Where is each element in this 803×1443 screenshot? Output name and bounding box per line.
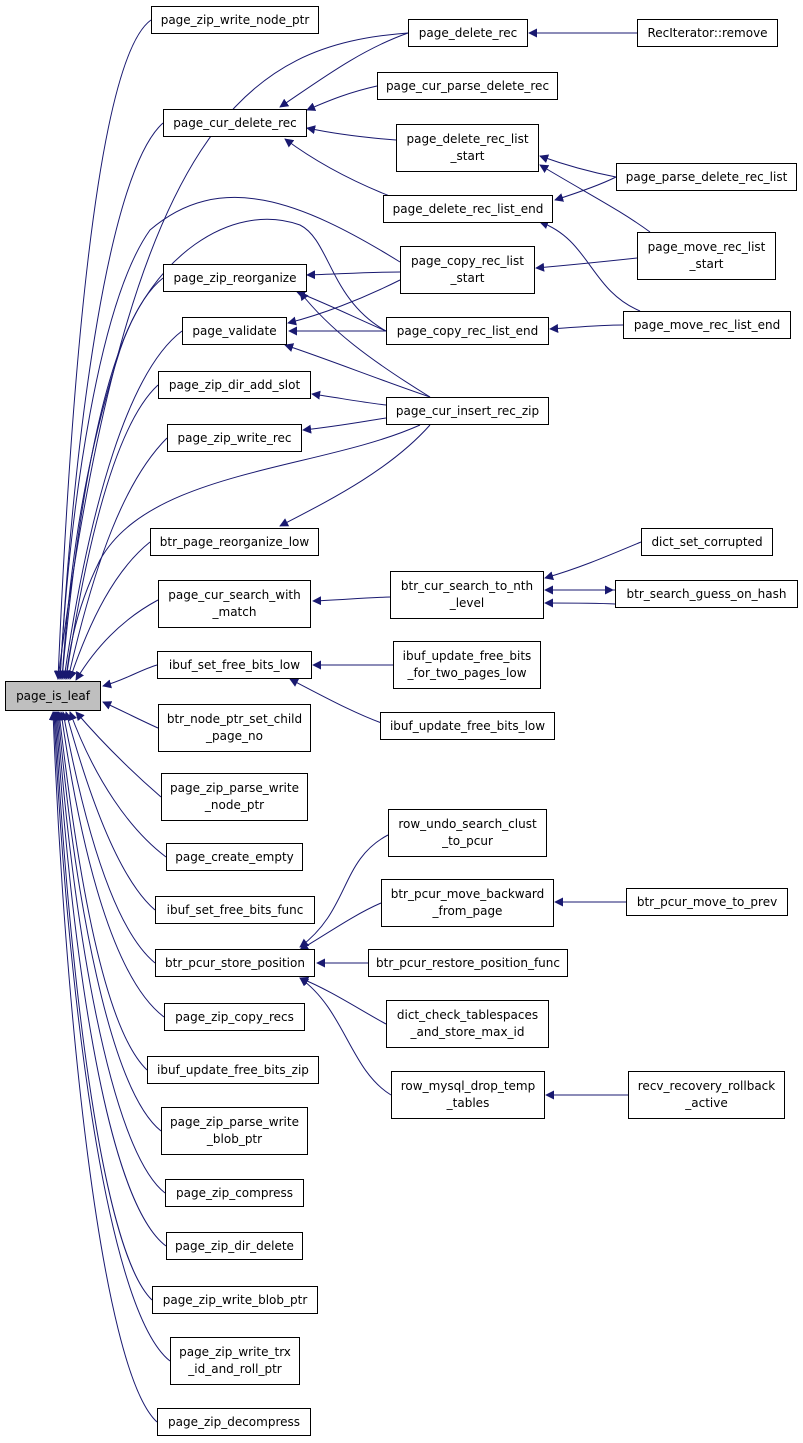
node-btr-search-guess-on-hash[interactable]: btr_search_guess_on_hash (615, 580, 798, 608)
call-edge-21 (48, 711, 158, 1423)
call-edge-36 (311, 390, 387, 406)
call-edge-20 (49, 711, 171, 1362)
call-edge-30 (306, 270, 401, 280)
node-btr-pcur-move-to-prev[interactable]: btr_pcur_move_to_prev (626, 888, 788, 916)
node-recv-recovery-rollback-active[interactable]: recv_recovery_rollback _active (628, 1071, 785, 1119)
node-page-zip-write-node-ptr[interactable]: page_zip_write_node_ptr (151, 6, 319, 34)
node-page-cur-search-with-match[interactable]: page_cur_search_with _match (158, 580, 311, 628)
call-edge-43 (299, 902, 382, 951)
call-edge-9 (102, 701, 159, 729)
node-page-is-leaf[interactable]: page_is_leaf (5, 681, 101, 711)
node-reciterator-remove[interactable]: RecIterator::remove (637, 19, 778, 47)
node-page-delete-rec-list-start[interactable]: page_delete_rec_list _start (396, 124, 539, 172)
node-ibuf-update-free-bits-zip[interactable]: ibuf_update_free_bits_zip (147, 1056, 319, 1084)
call-edge-13 (60, 711, 156, 964)
call-edge-8 (102, 664, 158, 689)
call-edge-48 (539, 154, 617, 178)
call-edge-7 (75, 599, 159, 681)
node-ibuf-update-free-bits-low[interactable]: ibuf_update_free_bits_low (380, 712, 555, 740)
call-edge-22 (54, 32, 409, 680)
node-row-mysql-drop-temp-tables[interactable]: row_mysql_drop_temp _tables (391, 1071, 545, 1119)
node-page-zip-write-blob-ptr[interactable]: page_zip_write_blob_ptr (152, 1286, 318, 1314)
call-edge-19 (50, 711, 153, 1301)
call-edge-6 (68, 541, 151, 680)
call-edge-4 (62, 384, 159, 680)
node-page-zip-compress[interactable]: page_zip_compress (165, 1179, 304, 1207)
node-ibuf-update-free-bits-for-two-pages-low[interactable]: ibuf_update_free_bits _for_two_pages_low (393, 641, 541, 689)
node-ibuf-set-free-bits-low[interactable]: ibuf_set_free_bits_low (157, 651, 312, 679)
call-edge-23 (55, 196, 401, 680)
call-edge-27 (306, 85, 378, 111)
call-edge-39 (312, 596, 391, 606)
node-page-parse-delete-rec-list[interactable]: page_parse_delete_rec_list (616, 163, 797, 191)
node-page-zip-write-trx-id-and-roll-ptr[interactable]: page_zip_write_trx _id_and_roll_ptr (170, 1337, 300, 1385)
node-page-zip-dir-add-slot[interactable]: page_zip_dir_add_slot (158, 371, 311, 399)
node-btr-node-ptr-set-child-page-no[interactable]: btr_node_ptr_set_child _page_no (158, 704, 311, 752)
node-btr-pcur-restore-position-func[interactable]: btr_pcur_restore_position_func (368, 949, 568, 977)
node-page-cur-delete-rec[interactable]: page_cur_delete_rec (163, 109, 307, 137)
call-edge-28 (306, 125, 397, 141)
node-page-copy-rec-list-end[interactable]: page_copy_rec_list_end (386, 317, 549, 345)
call-edge-53 (549, 323, 624, 333)
call-edge-3 (60, 330, 183, 680)
node-btr-pcur-store-position[interactable]: btr_pcur_store_position (155, 949, 315, 977)
call-edge-42 (299, 834, 389, 948)
call-edge-15 (55, 711, 148, 1071)
call-edge-38 (279, 424, 431, 527)
node-page-cur-parse-delete-rec[interactable]: page_cur_parse_delete_rec (377, 72, 558, 100)
node-btr-cur-search-to-nth-level[interactable]: btr_cur_search_to_nth _level (390, 571, 544, 619)
node-page-zip-write-rec[interactable]: page_zip_write_rec (167, 424, 302, 452)
call-edge-24 (58, 218, 387, 680)
call-edge-25 (62, 424, 421, 680)
call-edge-56 (544, 598, 616, 608)
call-edge-45 (299, 976, 387, 1025)
call-edge-50 (539, 164, 651, 233)
call-edge-0 (53, 19, 152, 680)
node-dict-set-corrupted[interactable]: dict_set_corrupted (641, 528, 773, 556)
node-page-zip-parse-write-blob-ptr[interactable]: page_zip_parse_write _blob_ptr (161, 1107, 308, 1155)
call-edge-14 (57, 711, 165, 1018)
node-page-cur-insert-rec-zip[interactable]: page_cur_insert_rec_zip (386, 397, 549, 425)
call-edge-10 (75, 711, 162, 798)
node-page-zip-decompress[interactable]: page_zip_decompress (157, 1408, 311, 1436)
call-edge-29 (284, 138, 401, 201)
node-page-create-empty[interactable]: page_create_empty (166, 843, 303, 871)
node-page-delete-rec[interactable]: page_delete_rec (408, 19, 528, 47)
call-edge-49 (554, 176, 617, 202)
node-row-undo-search-clust-to-pcur[interactable]: row_undo_search_clust _to_pcur (388, 809, 547, 857)
node-page-move-rec-list-end[interactable]: page_move_rec_list_end (623, 311, 791, 339)
node-page-zip-dir-delete[interactable]: page_zip_dir_delete (166, 1232, 303, 1260)
call-edge-31 (287, 279, 401, 326)
call-edge-51 (535, 257, 638, 272)
call-edge-11 (68, 711, 167, 858)
call-edge-54 (544, 541, 642, 581)
node-ibuf-set-free-bits-func[interactable]: ibuf_set_free_bits_func (155, 896, 315, 924)
call-edge-17 (53, 711, 166, 1194)
call-edge-34 (299, 291, 431, 398)
call-edge-5 (65, 437, 168, 680)
call-edge-37 (302, 417, 387, 434)
node-page-zip-reorganize[interactable]: page_zip_reorganize (163, 264, 307, 292)
node-page-zip-copy-recs[interactable]: page_zip_copy_recs (164, 1003, 305, 1031)
call-edge-12 (63, 711, 156, 911)
node-page-move-rec-list-start[interactable]: page_move_rec_list _start (637, 232, 776, 280)
call-edge-26 (279, 32, 409, 108)
call-edge-1 (55, 122, 164, 680)
call-edge-35 (284, 343, 431, 398)
node-page-copy-rec-list-start[interactable]: page_copy_rec_list _start (400, 246, 535, 294)
node-page-zip-parse-write-node-ptr[interactable]: page_zip_parse_write _node_ptr (161, 773, 308, 821)
call-edge-46 (299, 977, 392, 1096)
node-page-delete-rec-list-end[interactable]: page_delete_rec_list_end (383, 195, 553, 223)
call-edge-52 (539, 220, 641, 312)
call-edge-32 (296, 290, 387, 332)
node-btr-page-reorganize-low[interactable]: btr_page_reorganize_low (150, 528, 319, 556)
node-dict-check-tablespaces-and-store-max-id[interactable]: dict_check_tablespaces _and_store_max_id (386, 1000, 549, 1048)
node-btr-pcur-move-backward-from-page[interactable]: btr_pcur_move_backward _from_page (381, 879, 554, 927)
call-edge-18 (52, 711, 167, 1247)
node-page-validate[interactable]: page_validate (182, 317, 287, 345)
call-edge-16 (54, 711, 162, 1132)
